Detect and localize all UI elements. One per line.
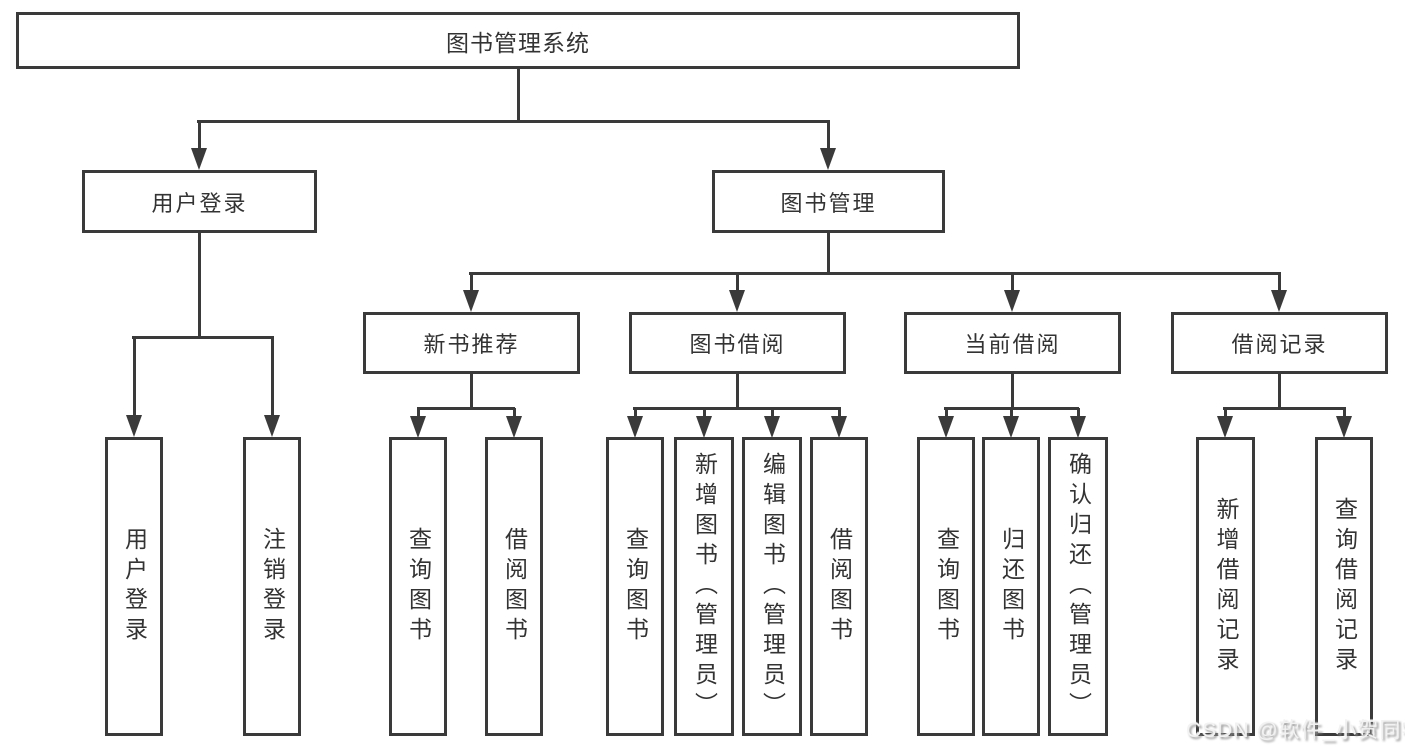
- connector-vline: [197, 233, 201, 339]
- leaf-return-book: 归还图书: [982, 437, 1040, 736]
- node-borrow-records: 借阅记录: [1171, 312, 1388, 374]
- node-label: 用户登录: [121, 526, 148, 647]
- leaf-query-books-recommend: 查询图书: [389, 437, 447, 736]
- connector-hline: [469, 272, 1281, 275]
- arrowhead-down-icon: [764, 416, 780, 438]
- arrowhead-down-icon: [1004, 290, 1020, 312]
- node-label: 查询借阅记录: [1331, 496, 1358, 677]
- leaf-edit-book-admin: 编辑图书（管理员）: [742, 437, 802, 736]
- connector-vline: [516, 69, 520, 122]
- arrowhead-down-icon: [126, 415, 142, 437]
- arrowhead-down-icon: [463, 290, 479, 312]
- connector-vline: [469, 374, 473, 410]
- leaf-borrow-books-recommend: 借阅图书: [485, 437, 543, 736]
- connector-arrow-stem: [469, 273, 473, 293]
- leaf-confirm-return-admin: 确认归还（管理员）: [1048, 437, 1108, 736]
- arrowhead-down-icon: [1271, 290, 1287, 312]
- connector-arrow-stem: [826, 120, 830, 151]
- node-label: 确认归还（管理员）: [1065, 451, 1092, 722]
- connector-vline: [826, 233, 830, 275]
- node-label: 借阅记录: [1231, 332, 1328, 357]
- connector-arrow-stem: [1010, 273, 1014, 293]
- arrowhead-down-icon: [506, 416, 522, 438]
- connector-arrow-stem: [1009, 408, 1013, 419]
- connector-hline: [417, 407, 515, 410]
- connector-arrow-stem: [197, 120, 201, 151]
- arrowhead-down-icon: [1003, 416, 1019, 438]
- connector-arrow-stem: [1223, 408, 1227, 419]
- leaf-add-borrow-record: 新增借阅记录: [1196, 437, 1255, 736]
- connector-vline: [1010, 374, 1014, 410]
- node-label: 借阅图书: [501, 526, 528, 647]
- connector-arrow-stem: [512, 408, 516, 419]
- node-current-borrow: 当前借阅: [904, 312, 1121, 374]
- node-label: 查询图书: [933, 526, 960, 647]
- leaf-user-login: 用户登录: [105, 437, 163, 736]
- csdn-watermark: CSDN @软件_小贺同学: [1186, 719, 1405, 742]
- node-label: 新书推荐: [423, 332, 520, 357]
- node-label: 图书借阅: [689, 332, 786, 357]
- connector-arrow-stem: [416, 408, 420, 419]
- arrowhead-down-icon: [938, 416, 954, 438]
- arrowhead-down-icon: [696, 416, 712, 438]
- connector-arrow-stem: [1277, 273, 1281, 293]
- connector-arrow-stem: [270, 337, 274, 418]
- node-label: 归还图书: [998, 526, 1025, 647]
- node-book-borrow: 图书借阅: [629, 312, 846, 374]
- node-label: 用户登录: [151, 190, 248, 216]
- node-label: 借阅图书: [826, 526, 853, 647]
- connector-arrow-stem: [702, 408, 706, 419]
- arrowhead-down-icon: [410, 416, 426, 438]
- leaf-add-book-admin: 新增图书（管理员）: [674, 437, 734, 736]
- node-label: 查询图书: [622, 526, 649, 647]
- connector-arrow-stem: [1076, 408, 1080, 419]
- node-label: 当前借阅: [964, 332, 1061, 357]
- arrowhead-down-icon: [191, 148, 207, 170]
- connector-vline: [735, 374, 739, 410]
- node-label: 图书管理: [780, 190, 877, 216]
- connector-vline: [1277, 374, 1281, 410]
- connector-arrow-stem: [132, 337, 136, 418]
- node-user-login: 用户登录: [82, 170, 317, 233]
- leaf-logout: 注销登录: [243, 437, 301, 736]
- arrowhead-down-icon: [264, 415, 280, 437]
- leaf-query-books-borrow: 查询图书: [606, 437, 664, 736]
- connector-hline: [132, 336, 274, 339]
- connector-arrow-stem: [837, 408, 841, 419]
- node-label: 图书管理系统: [446, 29, 590, 56]
- arrowhead-down-icon: [1336, 416, 1352, 438]
- connector-arrow-stem: [633, 408, 637, 419]
- connector-arrow-stem: [735, 273, 739, 293]
- leaf-borrow-books: 借阅图书: [810, 437, 868, 736]
- leaf-query-books-current: 查询图书: [917, 437, 975, 736]
- node-library-system-root: 图书管理系统: [16, 12, 1020, 69]
- node-book-management: 图书管理: [712, 170, 945, 233]
- connector-arrow-stem: [944, 408, 948, 419]
- arrowhead-down-icon: [820, 148, 836, 170]
- leaf-query-borrow-record: 查询借阅记录: [1315, 437, 1373, 736]
- arrowhead-down-icon: [627, 416, 643, 438]
- arrowhead-down-icon: [831, 416, 847, 438]
- connector-arrow-stem: [1342, 408, 1346, 419]
- node-label: 新增图书（管理员）: [691, 451, 718, 722]
- connector-hline: [633, 407, 841, 410]
- node-label: 编辑图书（管理员）: [759, 451, 786, 722]
- connector-hline: [197, 120, 830, 123]
- arrowhead-down-icon: [1070, 416, 1086, 438]
- node-label: 查询图书: [405, 526, 432, 647]
- node-label: 注销登录: [259, 526, 286, 647]
- connector-arrow-stem: [770, 408, 774, 419]
- node-label: 新增借阅记录: [1213, 496, 1239, 677]
- connector-hline: [1223, 407, 1346, 410]
- arrowhead-down-icon: [1217, 416, 1233, 438]
- node-new-book-recommend: 新书推荐: [363, 312, 580, 374]
- arrowhead-down-icon: [729, 290, 745, 312]
